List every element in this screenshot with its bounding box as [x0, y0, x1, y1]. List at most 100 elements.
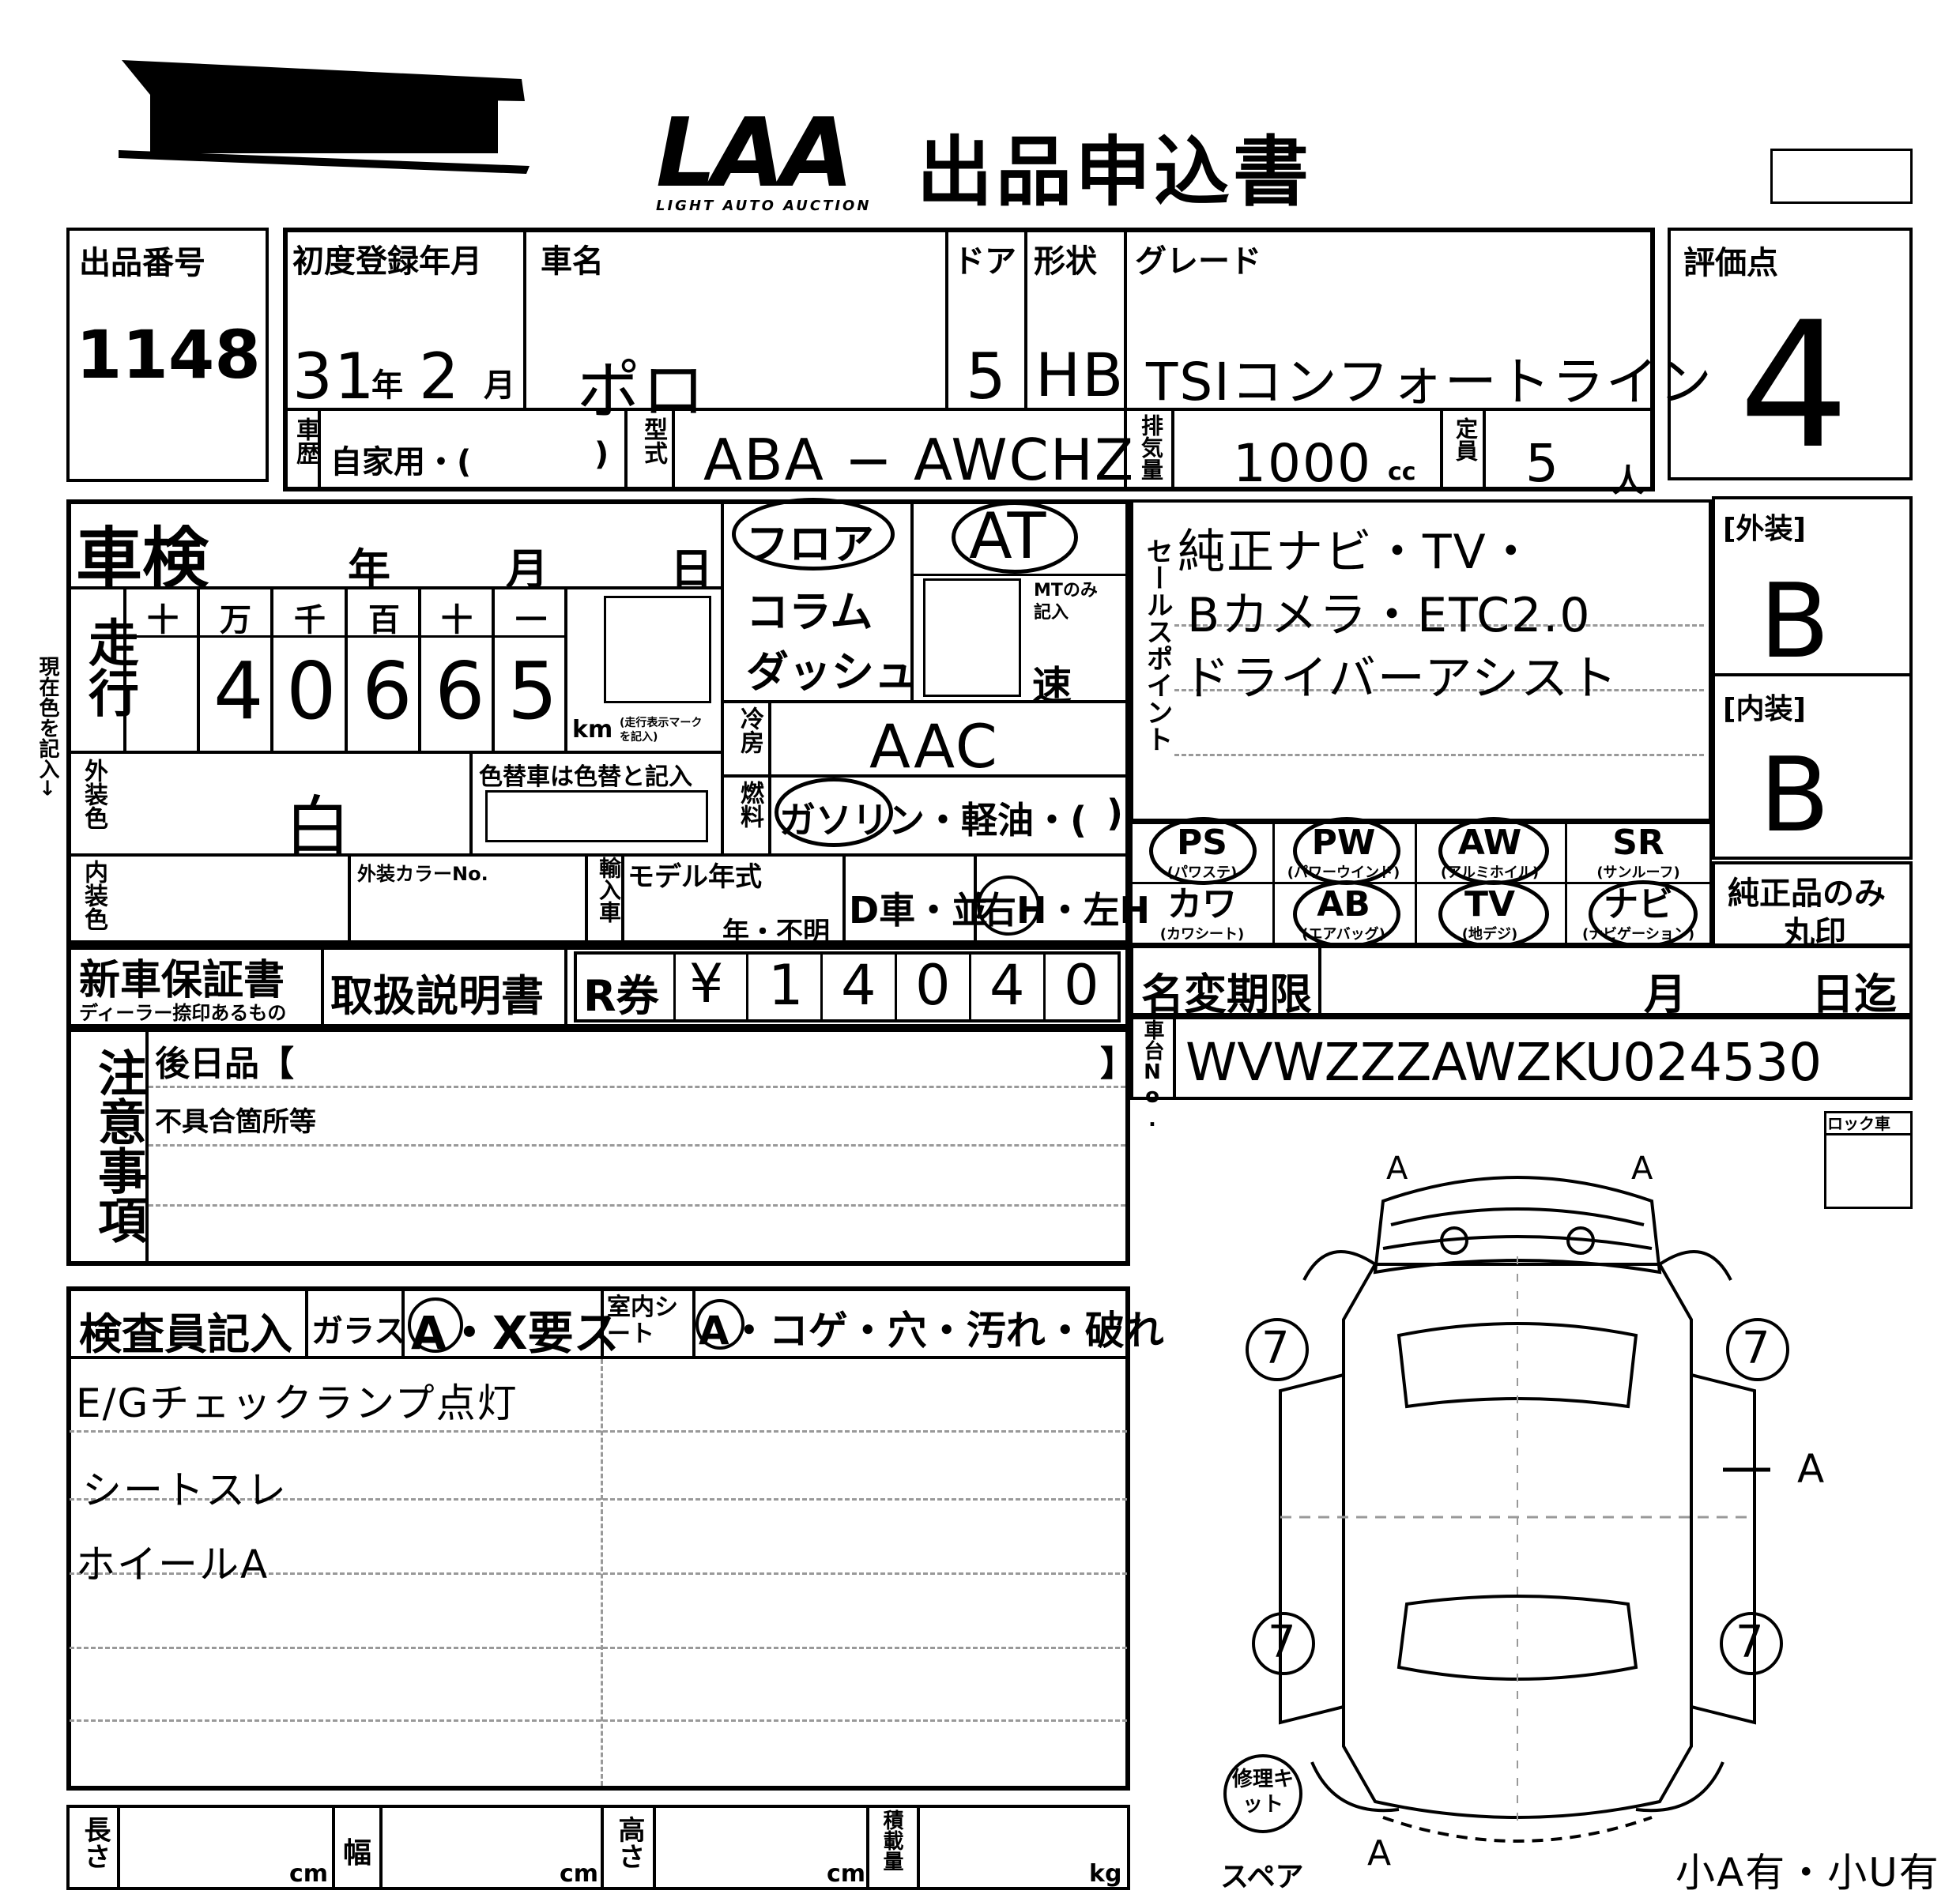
mileage-digit-6: 5	[507, 645, 560, 737]
dimensions-box	[66, 1805, 1130, 1890]
history-close: )	[594, 436, 609, 473]
inspection-box	[66, 499, 1130, 945]
recycle-digit-4: 4	[989, 953, 1027, 1018]
exterior-color-value: 白	[285, 789, 353, 866]
load-unit: kg	[1089, 1860, 1122, 1888]
sales-point-1: 純正ナビ・TV・	[1178, 525, 1536, 580]
digit-header-4: 百	[368, 602, 400, 638]
exterior-grade-value: B	[1759, 561, 1832, 681]
exterior-color-no-label: 外装カラーNo.	[357, 863, 488, 885]
lot-number: 1148	[76, 316, 261, 394]
grade-value: TSIコンフォートライン	[1146, 352, 1713, 412]
manual-label: 取扱説明書	[330, 971, 544, 1021]
bottom-right-note: 小A有・小U有	[1675, 1850, 1940, 1896]
door-label: ドア	[953, 243, 1016, 280]
genuine-line1: 純正品のみ	[1728, 876, 1886, 912]
exterior-grade-label: [外装]	[1723, 513, 1806, 545]
registration-year: 31	[292, 340, 376, 413]
seat-a-circle	[695, 1299, 744, 1350]
inspection-month: 月	[506, 544, 548, 594]
seat-label: 室内シート	[607, 1294, 678, 1348]
name-change-box	[1130, 945, 1913, 1016]
mileage-digit-2: 4	[213, 645, 266, 737]
notes-later: 後日品【	[155, 1044, 294, 1084]
digit-header-3: 千	[294, 602, 326, 638]
height-unit: cm	[827, 1860, 866, 1888]
mileage-digit-5: 6	[435, 645, 487, 737]
tire-rear-right: 7	[1736, 1617, 1766, 1668]
shift-column: コラム	[746, 587, 873, 637]
ps-circle	[1149, 817, 1257, 885]
chassis-value: WVWZZZAWZKU024530	[1185, 1032, 1822, 1093]
interior-grade-label: [内装]	[1723, 693, 1806, 725]
brand-subtitle: LIGHT AUTO AUCTION	[656, 198, 872, 214]
width-unit: cm	[560, 1860, 599, 1888]
chassis-label: 車台No.	[1140, 1019, 1164, 1132]
floor-circle	[732, 498, 895, 571]
exterior-color-label: 外装色	[80, 759, 107, 830]
ac-label: 冷房	[736, 706, 763, 754]
at-circle	[952, 501, 1078, 574]
grades-box	[1712, 496, 1913, 860]
redaction-stamp	[119, 55, 530, 174]
option-leather: カワ(カワシート)	[1159, 884, 1245, 943]
mileage-note: (走行表示マーク を記入)	[620, 717, 703, 744]
tv-circle	[1438, 880, 1549, 948]
name-change-day: 日迄	[1811, 970, 1897, 1019]
aw-circle	[1438, 817, 1549, 885]
right-handle-circle	[977, 876, 1040, 936]
ac-value: AAC	[869, 711, 999, 781]
mileage-digit-3: 0	[286, 645, 338, 737]
side-note: 現在色を記入→	[36, 656, 59, 796]
displacement-label: 排気量	[1138, 414, 1164, 480]
corner-box	[1770, 149, 1913, 204]
shift-dash: ダッシュ	[746, 647, 917, 697]
recycle-digit-1: 1	[768, 953, 805, 1018]
recycle-digit-2: 4	[841, 953, 878, 1018]
height-label: 高さ	[613, 1816, 645, 1870]
inspection-label: 車検	[76, 520, 209, 597]
brand-logo: LAA LIGHT AUTO AUCTION	[656, 99, 872, 215]
model-label: 型式	[639, 417, 667, 465]
registration-month-unit: 月	[484, 367, 515, 404]
name-change-month: 月	[1644, 970, 1687, 1019]
inspector-comment-3: ホイールA	[76, 1542, 270, 1587]
body-type-value: HB	[1035, 340, 1125, 410]
brand-name: LAA	[656, 99, 854, 209]
car-name-label: 車名	[541, 243, 604, 280]
capacity-value: 5	[1525, 433, 1560, 494]
exterior-color-note: 色替車は色替と記入	[479, 763, 692, 791]
inspector-label: 検査員記入	[79, 1309, 292, 1359]
lock-label: ロック車	[1827, 1114, 1890, 1133]
capacity-label: 定員	[1453, 417, 1479, 461]
fuel-label: 燃料	[736, 781, 763, 828]
color-change-box	[485, 790, 708, 842]
recycle-digit-5: 0	[1064, 953, 1101, 1018]
sales-point-2: Bカメラ・ETC2.0	[1187, 588, 1592, 643]
warranty-sub: ディーラー捺印あるもの	[79, 1002, 287, 1024]
notes-later-close: 】	[1100, 1044, 1135, 1084]
digit-header-2: 万	[220, 602, 251, 638]
import-label: 輸入車	[596, 857, 622, 923]
warranty-row	[66, 945, 1130, 1029]
sales-point-3: ドライバーアシスト	[1182, 651, 1619, 706]
fuel-close: )	[1106, 792, 1124, 834]
notes-box	[66, 1027, 1130, 1266]
spare-mark: A	[1367, 1833, 1393, 1874]
load-label: 積載量	[880, 1810, 903, 1871]
mileage-label: 走行	[80, 616, 138, 717]
history-label: 車歴	[292, 417, 319, 465]
tire-front-left: 7	[1261, 1323, 1291, 1374]
displacement-value: 1000	[1233, 433, 1372, 494]
repair-kit: 修理キット	[1231, 1768, 1294, 1817]
registration-year-unit: 年	[371, 367, 403, 404]
inspector-comment-2: シートスレ	[82, 1467, 288, 1513]
interior-color-label: 内装色	[80, 860, 107, 931]
option-sr: SR(サンルーフ)	[1596, 823, 1680, 882]
sales-points-label: セールスポイント	[1141, 537, 1173, 752]
model-year-value: 年・不明	[722, 917, 830, 948]
tire-rear-left: 7	[1268, 1617, 1298, 1668]
front-right-mark: A	[1631, 1150, 1655, 1187]
ab-circle	[1293, 880, 1400, 948]
warranty-label: 新車保証書	[79, 957, 285, 1004]
